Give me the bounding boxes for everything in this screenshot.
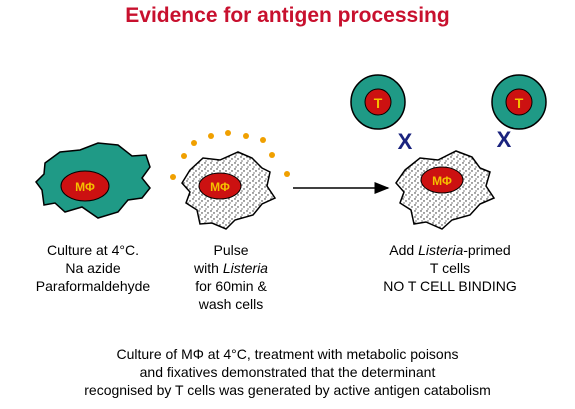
macrophage-tested-nucleus-label: MΦ [432, 174, 452, 188]
step2-label: Pulse with Listeria for 60min & wash cel… [176, 241, 286, 313]
step3-label: Add Listeria-primed T cells NO T CELL BI… [360, 241, 540, 295]
step1-line2: Na azide [65, 260, 121, 276]
antigen-dot [208, 133, 214, 139]
macrophage-pulsed: MΦ [181, 151, 277, 230]
page-title: Evidence for antigen processing [125, 4, 450, 27]
step3-line1-suffix: -primed [463, 242, 511, 258]
t-cell-right: T [491, 74, 547, 130]
antigen-dot [284, 171, 290, 177]
step3-line1: Add Listeria-primed [360, 241, 540, 259]
step3-line2: T cells [429, 260, 471, 276]
macrophage-tested-nucleus [420, 166, 464, 194]
antigen-dot [269, 152, 275, 158]
t-cell-left-nucleus [364, 88, 392, 116]
antigen-dot [181, 153, 187, 159]
step1-line3: Paraformaldehyde [35, 278, 151, 294]
macrophage-tested: MΦ [395, 150, 496, 230]
macrophage-fixed-nucleus-label: MΦ [75, 180, 95, 194]
macrophage-pulsed-nucleus-label: MΦ [210, 180, 230, 194]
step1-line1: Culture at 4°C. [47, 242, 139, 258]
step3-line3: NO T CELL BINDING [383, 278, 517, 294]
step2-line2-prefix: with [194, 260, 223, 276]
t-cell-right-nucleus [505, 88, 533, 116]
conclusion-caption: Culture of MΦ at 4°C, treatment with met… [0, 345, 575, 399]
step3-line1-prefix: Add [389, 242, 419, 258]
step1-label: Culture at 4°C. Na azide Paraformaldehyd… [26, 241, 160, 295]
no-binding-mark-left: X [398, 129, 413, 154]
step2-line2: with Listeria [176, 259, 286, 277]
macrophage-fixed-nucleus [60, 170, 110, 202]
t-cell-right-label: T [515, 95, 524, 111]
caption-line1: Culture of MΦ at 4°C, treatment with met… [116, 346, 459, 362]
step2-line2-organism: Listeria [222, 260, 268, 276]
antigen-dot [225, 130, 231, 136]
antigen-dot [170, 174, 176, 180]
macrophage-pulsed-nucleus [198, 172, 242, 200]
step2-line3: for 60min & [195, 278, 267, 294]
step2-line4: wash cells [198, 296, 264, 312]
t-cell-left-label: T [374, 95, 383, 111]
caption-line2: and fixatives demonstrated that the dete… [139, 364, 436, 380]
antigen-dot [191, 140, 197, 146]
antigen-dot [260, 137, 266, 143]
macrophage-fixed: MΦ [35, 142, 151, 219]
t-cell-left: T [350, 74, 406, 130]
step2-line1: Pulse [213, 242, 249, 258]
antigen-dot [243, 133, 249, 139]
caption-line3: recognised by T cells was generated by a… [84, 382, 491, 398]
step3-line1-organism: Listeria [418, 242, 464, 258]
no-binding-mark-right: X [497, 127, 512, 152]
listeria-antigens [170, 130, 290, 180]
